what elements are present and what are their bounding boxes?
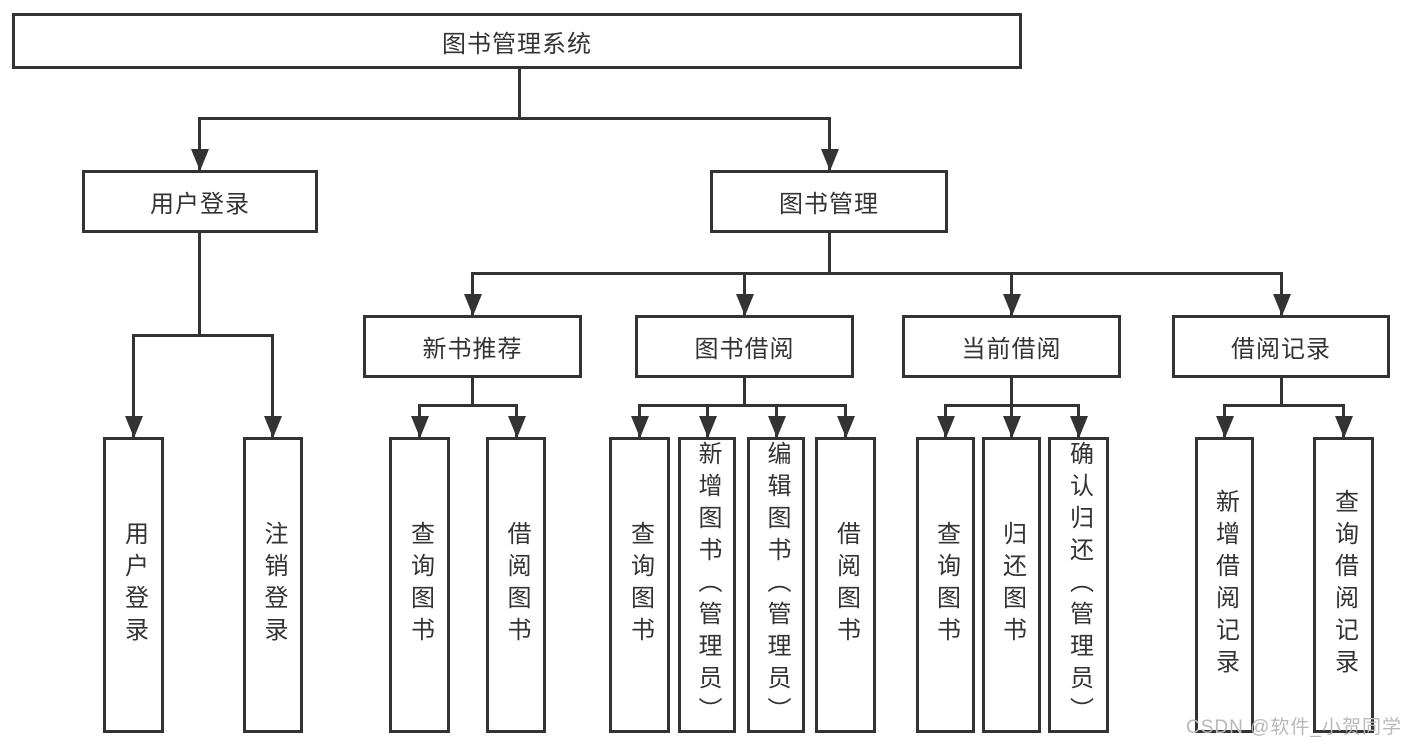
connector-arrow-leaf-logout bbox=[271, 334, 274, 437]
leaf-logout: 注销登录 bbox=[243, 437, 303, 733]
leaf-bb-add-books-label: 新增图书（管理员） bbox=[694, 441, 721, 729]
connector-new-book-rec-hline bbox=[418, 404, 518, 407]
node-current-borrow-label: 当前借阅 bbox=[961, 336, 1062, 363]
connector-arrow-bb-query bbox=[638, 404, 641, 437]
leaf-cb-return-books-label: 归还图书 bbox=[998, 521, 1026, 649]
connector-borrow-record-hline bbox=[1223, 404, 1344, 407]
connector-arrow-bb-edit bbox=[775, 404, 778, 437]
leaf-cb-query-books: 查询图书 bbox=[916, 437, 975, 733]
connector-arrow-book-mgmt bbox=[828, 117, 831, 170]
connector-root-stem bbox=[518, 69, 521, 119]
connector-arrow-cb-query bbox=[944, 404, 947, 437]
node-root: 图书管理系统 bbox=[12, 13, 1022, 69]
connector-root-hline bbox=[198, 117, 831, 120]
connector-arrow-borrow-record bbox=[1280, 272, 1283, 315]
leaf-bb-edit-books: 编辑图书（管理员） bbox=[747, 437, 805, 733]
leaf-bb-borrow-books: 借阅图书 bbox=[815, 437, 876, 733]
leaf-logout-label: 注销登录 bbox=[260, 521, 287, 649]
connector-arrow-new-book-rec bbox=[471, 272, 474, 315]
leaf-bb-borrow-books-label: 借阅图书 bbox=[832, 521, 860, 649]
node-new-book-rec: 新书推荐 bbox=[363, 315, 582, 378]
leaf-bb-query-books-label: 查询图书 bbox=[626, 521, 654, 649]
node-book-mgmt-label: 图书管理 bbox=[779, 191, 879, 218]
connector-arrow-current-borrow bbox=[1010, 272, 1013, 315]
node-book-borrow-label: 图书借阅 bbox=[694, 336, 795, 363]
leaf-nbr-query-books-label: 查询图书 bbox=[406, 521, 434, 649]
node-new-book-rec-label: 新书推荐 bbox=[422, 336, 523, 363]
connector-arrow-bb-add bbox=[706, 404, 709, 437]
leaf-user-login: 用户登录 bbox=[103, 437, 164, 733]
leaf-user-login-label: 用户登录 bbox=[120, 521, 148, 649]
leaf-bb-query-books: 查询图书 bbox=[609, 437, 670, 733]
connector-user-login-stem bbox=[198, 233, 201, 336]
leaf-nbr-query-books: 查询图书 bbox=[389, 437, 450, 733]
connector-arrow-cb-return bbox=[1010, 404, 1013, 437]
connector-book-borrow-stem bbox=[743, 378, 746, 406]
connector-book-mgmt-hline bbox=[471, 272, 1282, 275]
leaf-bb-add-books: 新增图书（管理员） bbox=[678, 437, 736, 733]
leaf-br-add-record: 新增借阅记录 bbox=[1195, 437, 1254, 733]
csdn-watermark: CSDN @软件_小贺同学 bbox=[1186, 717, 1402, 738]
connector-arrow-user-login bbox=[198, 117, 201, 170]
leaf-br-add-record-label: 新增借阅记录 bbox=[1211, 489, 1239, 681]
connector-new-book-rec-stem bbox=[471, 378, 474, 406]
connector-user-login-hline bbox=[132, 334, 274, 337]
connector-arrow-nbr-query bbox=[418, 404, 421, 437]
node-user-login: 用户登录 bbox=[82, 170, 318, 233]
leaf-br-query-record: 查询借阅记录 bbox=[1313, 437, 1374, 733]
node-current-borrow: 当前借阅 bbox=[902, 315, 1121, 378]
leaf-nbr-borrow-books-label: 借阅图书 bbox=[503, 521, 530, 649]
connector-arrow-nbr-borrow bbox=[515, 404, 518, 437]
node-book-borrow: 图书借阅 bbox=[635, 315, 854, 378]
connector-arrow-book-borrow bbox=[743, 272, 746, 315]
leaf-cb-return-books: 归还图书 bbox=[982, 437, 1041, 733]
node-book-mgmt: 图书管理 bbox=[710, 170, 948, 233]
leaf-bb-edit-books-label: 编辑图书（管理员） bbox=[763, 441, 790, 729]
connector-arrow-br-add bbox=[1223, 404, 1226, 437]
connector-book-mgmt-stem bbox=[828, 233, 831, 274]
connector-arrow-leaf-login bbox=[132, 334, 135, 437]
leaf-cb-query-books-label: 查询图书 bbox=[932, 521, 960, 649]
connector-borrow-record-stem bbox=[1280, 378, 1283, 406]
node-borrow-record: 借阅记录 bbox=[1172, 315, 1390, 378]
node-root-label: 图书管理系统 bbox=[442, 30, 592, 58]
leaf-nbr-borrow-books: 借阅图书 bbox=[486, 437, 546, 733]
node-user-login-label: 用户登录 bbox=[150, 191, 250, 218]
leaf-cb-confirm-return-label: 确认归还（管理员） bbox=[1065, 441, 1093, 729]
connector-current-borrow-stem bbox=[1010, 378, 1013, 406]
connector-arrow-br-query bbox=[1342, 404, 1345, 437]
leaf-br-query-record-label: 查询借阅记录 bbox=[1330, 489, 1358, 681]
connector-arrow-bb-borrow bbox=[844, 404, 847, 437]
node-borrow-record-label: 借阅记录 bbox=[1231, 336, 1331, 363]
leaf-cb-confirm-return: 确认归还（管理员） bbox=[1048, 437, 1109, 733]
connector-arrow-cb-confirm bbox=[1077, 404, 1080, 437]
connector-book-borrow-hline bbox=[638, 404, 847, 407]
